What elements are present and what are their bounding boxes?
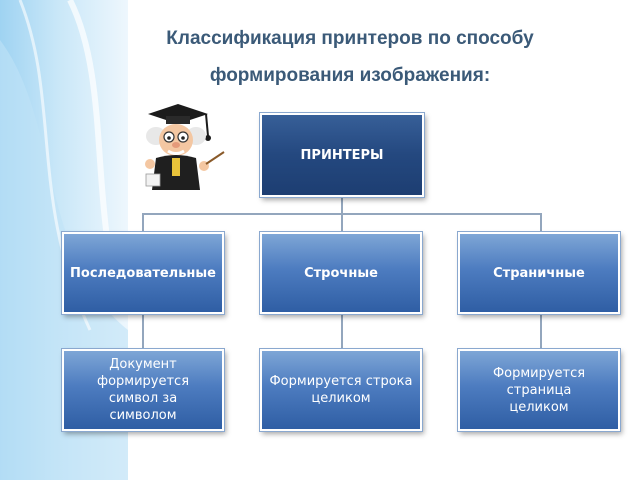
connector-c3-d3 <box>540 314 542 349</box>
category-node-page: Страничные <box>458 232 620 314</box>
description-node-line: Формируется строка целиком <box>260 349 422 431</box>
description-text: Формируется страница целиком <box>492 365 586 415</box>
connector-to-c2 <box>341 213 343 232</box>
connector-c2-d2 <box>341 314 343 349</box>
connector-root-down <box>341 197 343 214</box>
connector-to-c3 <box>540 213 542 232</box>
root-node-label: ПРИНТЕРЫ <box>300 147 384 163</box>
connector-to-c1 <box>142 213 144 232</box>
page-title-line1: Классификация принтеров по способу <box>166 28 534 49</box>
category-label: Страничные <box>493 265 585 281</box>
description-node-page: Формируется страница целиком <box>458 349 620 431</box>
category-node-line: Строчные <box>260 232 422 314</box>
root-node-printers: ПРИНТЕРЫ <box>260 113 424 197</box>
description-text: Формируется строка целиком <box>269 374 413 406</box>
professor-mascot-icon <box>145 104 225 190</box>
category-node-sequential: Последовательные <box>62 232 224 314</box>
category-label: Последовательные <box>70 265 216 281</box>
category-label: Строчные <box>304 265 378 281</box>
page-title-line2: формирования изображения: <box>209 65 491 86</box>
description-node-sequential: Документ формируется символ за символом <box>62 349 224 431</box>
connector-c1-d1 <box>142 314 144 349</box>
description-text: Документ формируется символ за символом <box>96 357 190 423</box>
